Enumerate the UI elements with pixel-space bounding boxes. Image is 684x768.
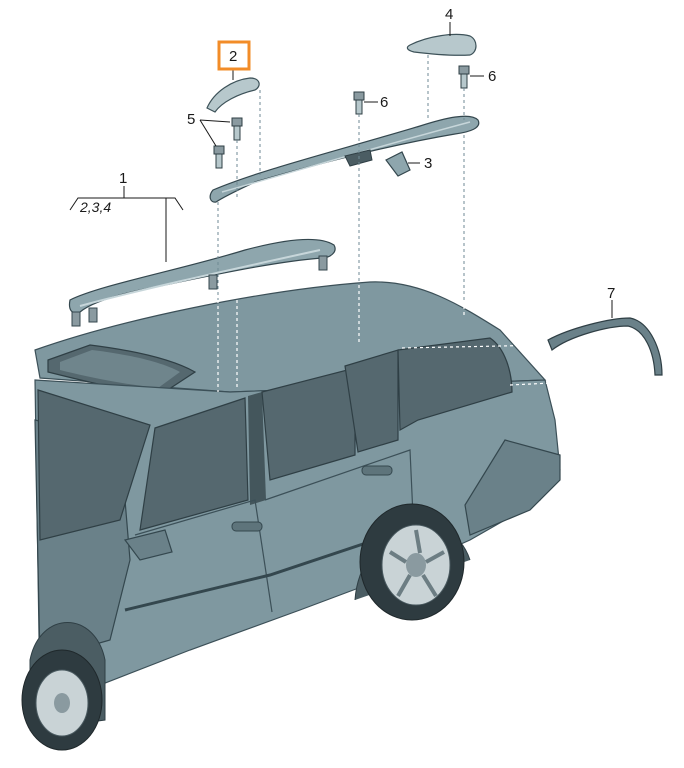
callout-6-middle: 6 (380, 94, 388, 111)
callout-2-highlight-box (217, 40, 251, 71)
rear-wheel (359, 503, 465, 621)
windshield (37, 389, 151, 541)
rear-door-window (261, 367, 356, 481)
screw-5-lower[interactable] (213, 145, 225, 169)
screw-5-upper[interactable] (231, 117, 243, 141)
alignment-lines (217, 55, 656, 392)
callout-2: 2 (229, 48, 237, 65)
rear-quarter-window (397, 337, 513, 432)
front-door-handle (231, 521, 263, 532)
screw-6-rear[interactable] (458, 65, 470, 89)
roof-rail-assembled[interactable] (68, 238, 336, 327)
front-door-window (139, 397, 249, 531)
screw-6-middle[interactable] (353, 91, 365, 115)
center-cover[interactable] (385, 151, 411, 177)
callout-7: 7 (607, 285, 615, 302)
callout-1: 1 (119, 170, 127, 187)
rear-end-cap[interactable] (406, 33, 477, 56)
callout-4: 4 (445, 6, 453, 23)
callout-6-rear: 6 (488, 68, 496, 85)
callout-1-subparts: 2,3,4 (79, 199, 111, 215)
station-wagon-body (29, 281, 561, 731)
roof-rail-base[interactable] (209, 115, 480, 203)
side-mirror (123, 529, 173, 561)
front-end-cap[interactable] (206, 77, 260, 113)
front-wheel (21, 649, 103, 751)
callout-5: 5 (187, 111, 195, 128)
leader-lines (69, 22, 613, 318)
window-trim-strip[interactable] (547, 317, 663, 376)
callout-3: 3 (424, 155, 432, 172)
rear-door-handle (361, 465, 393, 476)
